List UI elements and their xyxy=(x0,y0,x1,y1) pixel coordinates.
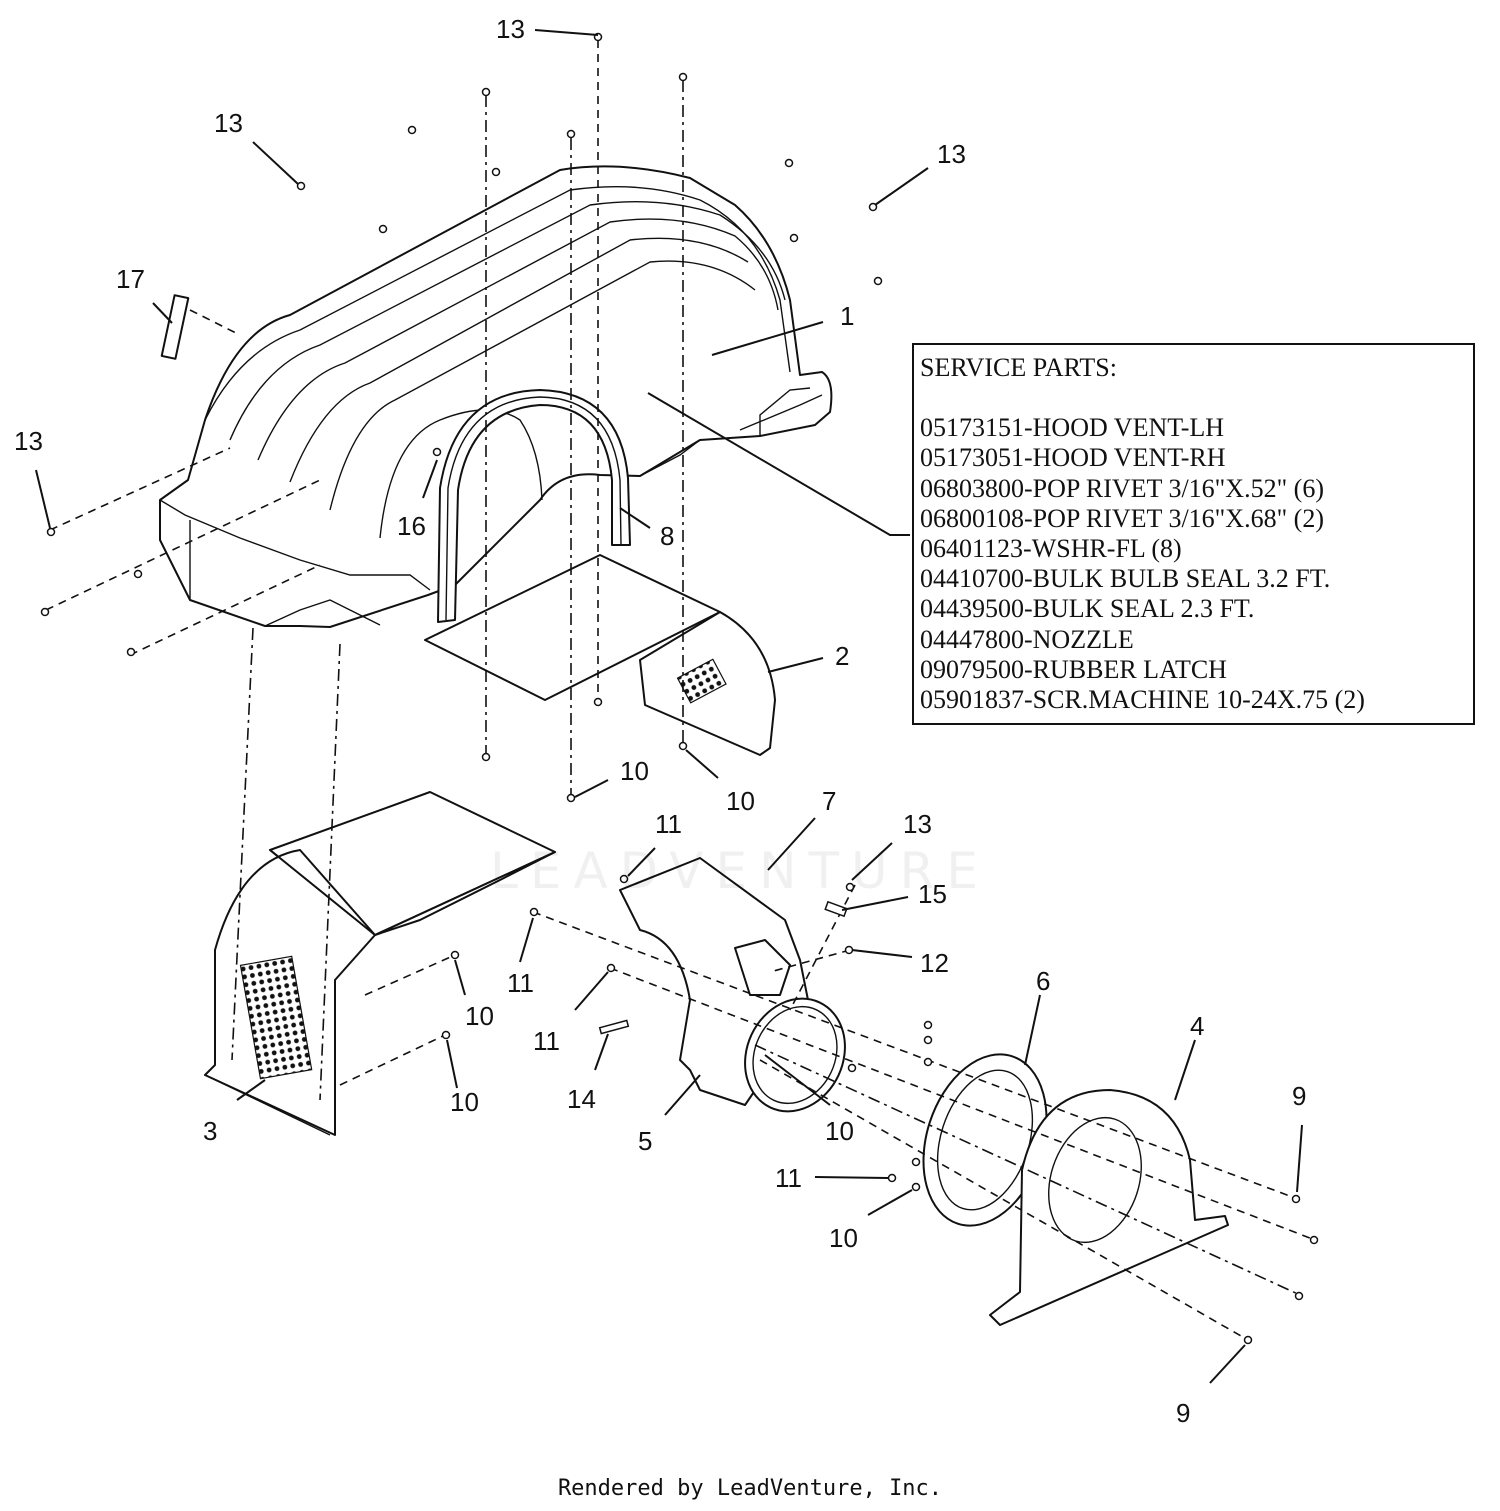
callout-14: 14 xyxy=(567,1084,596,1114)
callout-5: 5 xyxy=(638,1126,652,1156)
callout-13: 13 xyxy=(937,139,966,169)
callout-2: 2 xyxy=(835,641,849,671)
callout-9: 9 xyxy=(1176,1398,1190,1428)
callout-3: 3 xyxy=(203,1116,217,1146)
service-parts-title: SERVICE PARTS: xyxy=(920,353,1117,382)
service-part-item: 06401123-WSHR-FL (8) xyxy=(920,534,1182,564)
callout-10: 10 xyxy=(450,1087,479,1117)
footer-credit: Rendered by LeadVenture, Inc. xyxy=(557,1476,943,1501)
service-part-item: 06803800-POP RIVET 3/16"X.52" (6) xyxy=(920,473,1325,503)
nozzle-part-5 xyxy=(619,857,846,1113)
callout-6: 6 xyxy=(1036,966,1050,996)
callout-11: 11 xyxy=(655,809,682,839)
callout-7: 7 xyxy=(822,786,836,816)
service-part-item: 05901837-SCR.MACHINE 10-24X.75 (2) xyxy=(920,685,1365,715)
bulb-seal-part-8 xyxy=(437,389,631,623)
callout-13: 13 xyxy=(496,14,525,44)
hood-part-1 xyxy=(159,165,833,628)
callout-12: 12 xyxy=(920,948,949,978)
service-part-item: 06800108-POP RIVET 3/16"X.68" (2) xyxy=(920,503,1325,533)
watermark: LEADVENTURE xyxy=(490,842,990,900)
callout-11: 11 xyxy=(507,968,534,998)
callout-13: 13 xyxy=(14,426,43,456)
callout-13: 13 xyxy=(214,108,243,138)
hardware xyxy=(40,32,1319,1345)
service-parts-box: SERVICE PARTS: 05173151-HOOD VENT-LH 051… xyxy=(912,343,1475,725)
callout-11: 11 xyxy=(533,1026,560,1056)
service-part-item: 09079500-RUBBER LATCH xyxy=(920,654,1227,684)
service-part-item: 04447800-NOZZLE xyxy=(920,624,1134,654)
hood-vent-rh-part-2 xyxy=(424,554,776,756)
callout-10: 10 xyxy=(465,1001,494,1031)
callout-10: 10 xyxy=(829,1223,858,1253)
callout-15: 15 xyxy=(918,879,947,909)
callout-13: 13 xyxy=(903,809,932,839)
service-part-item: 04410700-BULK BULB SEAL 3.2 FT. xyxy=(920,564,1331,594)
callout-8: 8 xyxy=(660,521,674,551)
callout-labels: 13 13 13 17 1 13 16 8 2 10 10 7 11 13 15… xyxy=(14,14,1306,1428)
callout-10: 10 xyxy=(620,756,649,786)
assembly-lines xyxy=(45,40,1316,1341)
callout-10: 10 xyxy=(825,1116,854,1146)
rubber-latch-part-17 xyxy=(160,294,190,360)
callout-17: 17 xyxy=(116,264,145,294)
service-part-item: 04439500-BULK SEAL 2.3 FT. xyxy=(920,594,1255,624)
callout-1: 1 xyxy=(840,301,854,331)
service-part-item: 05173151-HOOD VENT-LH xyxy=(920,413,1225,443)
callout-10: 10 xyxy=(726,786,755,816)
callout-4: 4 xyxy=(1190,1011,1204,1041)
callout-9: 9 xyxy=(1292,1081,1306,1111)
leader-lines xyxy=(35,29,1303,1384)
callout-11: 11 xyxy=(775,1163,802,1193)
service-part-item: 05173051-HOOD VENT-RH xyxy=(920,443,1226,473)
mount-bracket-part-4 xyxy=(989,1089,1229,1326)
hood-vent-lh-part-3 xyxy=(204,791,556,1136)
callout-16: 16 xyxy=(397,511,426,541)
